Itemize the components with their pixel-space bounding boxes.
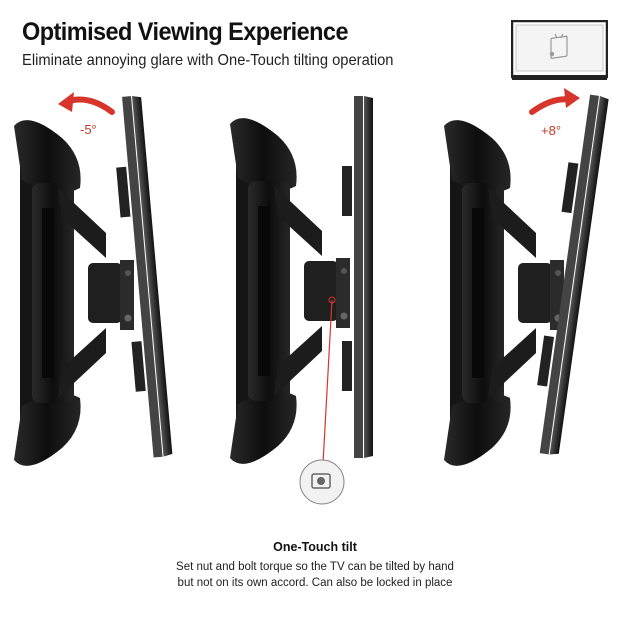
page-subtitle: Eliminate annoying glare with One-Touch …: [22, 52, 394, 69]
caption-line-1: Set nut and bolt torque so the TV can be…: [176, 561, 454, 573]
caption-title: One-Touch tilt: [273, 540, 357, 554]
tilt-plus-label: +8°: [541, 123, 562, 138]
arrow-left-head-icon: [58, 92, 74, 112]
tilt-minus-label: -5°: [80, 122, 97, 137]
caption-line-2: but not on its own accord. Can also be l…: [177, 577, 453, 589]
page-title: Optimised Viewing Experience: [22, 18, 349, 46]
tv-tilt-thumbnail-icon: [511, 20, 608, 80]
mount-tilted-down: [14, 95, 173, 466]
arrow-right-head-icon: [564, 88, 580, 108]
caption-block: One-Touch tilt Set nut and bolt torque s…: [150, 540, 480, 591]
mount-neutral: [230, 96, 373, 505]
mount-tilted-up: [444, 92, 609, 466]
